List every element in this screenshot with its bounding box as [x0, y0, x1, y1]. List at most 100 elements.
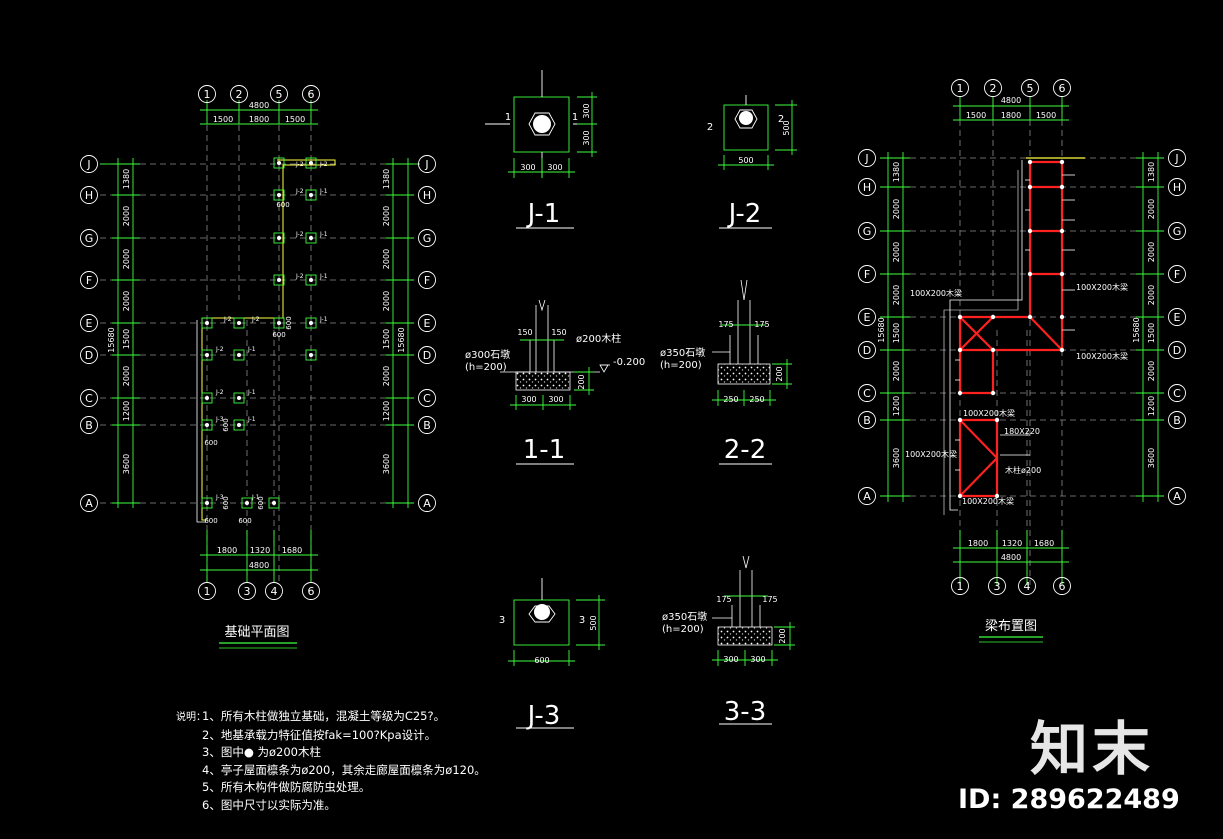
- footing-tag: J-1: [247, 416, 256, 423]
- footing-tag: J-2: [295, 188, 304, 195]
- axis-label: A: [85, 497, 93, 510]
- axis-bubble: [418, 494, 436, 512]
- side-dim: 2000: [122, 366, 131, 386]
- dim: 500: [589, 615, 598, 630]
- side-total-dim: 15680: [397, 327, 406, 352]
- axis-bubble: [858, 178, 876, 196]
- note-item: 6、图中尺寸以实际为准。: [202, 797, 336, 812]
- axis-label: F: [86, 274, 92, 287]
- base-label: ø300石墩: [465, 348, 510, 361]
- side-total-dim: 15680: [107, 327, 116, 352]
- small-dim: 600: [238, 517, 251, 525]
- small-dim: 600: [222, 496, 230, 509]
- axis-label: H: [1173, 181, 1181, 194]
- axis-bubble: [1168, 411, 1186, 429]
- top-dim: 1500: [213, 115, 233, 124]
- axis-bubble: [80, 314, 98, 332]
- side-dim: 2000: [382, 291, 391, 311]
- column-icon: [534, 604, 550, 620]
- footing-tag: J-1: [319, 316, 328, 323]
- base-label: ø350石墩: [662, 610, 707, 623]
- axis-label: 3: [244, 585, 251, 598]
- footing-tag: J-1: [247, 389, 256, 396]
- axis-bubble: [418, 229, 436, 247]
- axis-label: 5: [276, 88, 283, 101]
- footing-tag: J-2: [295, 161, 304, 168]
- footing-tag: J-2: [215, 389, 224, 396]
- axis-bubble: [80, 416, 98, 434]
- axis-bubble: [1168, 178, 1186, 196]
- cut-mark: 3: [499, 615, 505, 626]
- axis-label: B: [85, 419, 93, 432]
- notes: 说明：1、所有木柱做独立基础，混凝土等级为C25?。 2、地基承载力特征值按fa…: [176, 708, 486, 815]
- axis-bubble: [858, 265, 876, 283]
- footing-tag: J-2: [295, 273, 304, 280]
- axis-label: 6: [308, 88, 315, 101]
- axis-bubble: [858, 487, 876, 505]
- bottom-dim: 1800: [217, 546, 237, 555]
- beam-label: 100X200木梁: [1076, 282, 1128, 292]
- dim: 300: [723, 655, 738, 664]
- axis-label: E: [1174, 311, 1181, 324]
- footing-tag: J-2: [295, 231, 304, 238]
- side-dim: 3600: [122, 454, 131, 474]
- axis-bubble: [80, 155, 98, 173]
- base-label: (h=200): [662, 624, 704, 635]
- dim: 250: [749, 395, 764, 404]
- dim: 600: [534, 656, 549, 665]
- axis-label: B: [423, 419, 431, 432]
- axis-label: C: [1173, 387, 1181, 400]
- top-dim: 1500: [966, 111, 986, 120]
- footing-tag: J-1: [319, 188, 328, 195]
- axis-label: 1: [204, 585, 211, 598]
- watermark-id: ID: 289622489: [958, 784, 1180, 815]
- dim: 175: [754, 320, 769, 329]
- axis-label: F: [864, 268, 870, 281]
- side-dim: 2000: [1147, 361, 1156, 381]
- axis-bubble: [858, 149, 876, 167]
- axis-label: H: [85, 189, 93, 202]
- beam-label: 100X200木梁: [905, 449, 957, 459]
- footing-tag: J-3: [215, 494, 224, 501]
- axis-label: H: [863, 181, 871, 194]
- base-label: ø350石墩: [660, 346, 705, 359]
- small-dim: 600: [285, 316, 293, 329]
- foundation-plan-title: 基础平面图: [224, 625, 289, 640]
- section-1-1-title: 1-1: [523, 435, 565, 465]
- side-dim: 2000: [382, 366, 391, 386]
- dim: 175: [762, 595, 777, 604]
- side-total-dim: 15680: [877, 317, 886, 342]
- bottom-total-dim: 4800: [249, 561, 269, 570]
- note-item: 3、图中● 为ø200木柱: [202, 745, 321, 760]
- side-dim: 2000: [1147, 242, 1156, 262]
- axis-bubble: [418, 271, 436, 289]
- footing-tag: J-2: [251, 316, 260, 323]
- detail-j2-title: J-2: [727, 199, 762, 229]
- axis-bubble: [858, 411, 876, 429]
- column-icon: [739, 111, 753, 125]
- axis-bubble: [418, 186, 436, 204]
- axis-label: J: [864, 152, 868, 165]
- side-dim: 3600: [382, 454, 391, 474]
- title-underlines: [516, 227, 772, 729]
- axis-bubble: [418, 155, 436, 173]
- dim: 175: [718, 320, 733, 329]
- side-dim: 1500: [1147, 323, 1156, 343]
- axis-bubble: [80, 186, 98, 204]
- axis-label: C: [863, 387, 871, 400]
- side-dim: 1500: [382, 329, 391, 349]
- side-dim: 1500: [892, 323, 901, 343]
- beam-label: 100X200木梁: [910, 288, 962, 298]
- side-dim: 1200: [122, 401, 131, 421]
- side-dim: 2000: [382, 249, 391, 269]
- axis-bubble: [1168, 308, 1186, 326]
- axis-bubble: [198, 85, 216, 103]
- cut-mark: 1: [505, 112, 511, 123]
- dim: 150: [517, 328, 532, 337]
- axis-bubble: [418, 389, 436, 407]
- axis-label: F: [1174, 268, 1180, 281]
- beam-label: 木柱ø200: [1005, 465, 1041, 475]
- column-icon: [533, 115, 551, 133]
- axis-label: J: [424, 158, 428, 171]
- side-dim: 3600: [1147, 448, 1156, 468]
